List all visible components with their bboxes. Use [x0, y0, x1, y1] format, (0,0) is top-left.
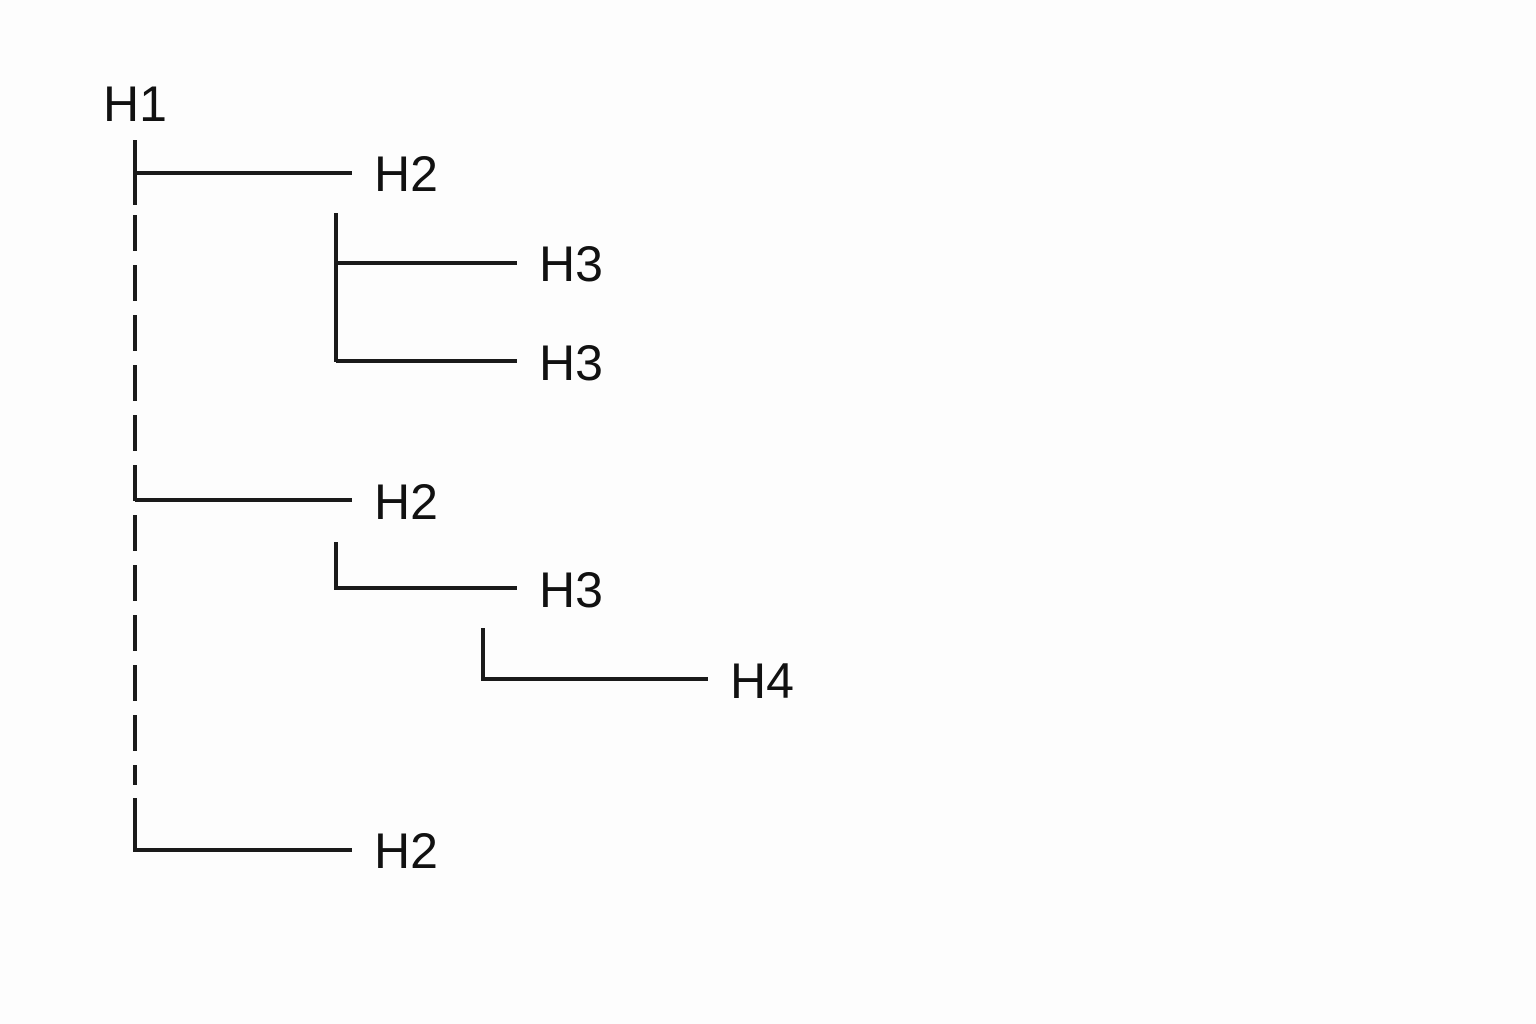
node-h4: H4: [730, 653, 794, 709]
node-h3-second: H3: [539, 335, 603, 391]
node-h2-first: H2: [374, 146, 438, 202]
node-h1-root: H1: [103, 76, 167, 132]
node-h2-second: H2: [374, 474, 438, 530]
node-h2-third: H2: [374, 823, 438, 879]
node-h3-first: H3: [539, 236, 603, 292]
node-h3-third: H3: [539, 562, 603, 618]
